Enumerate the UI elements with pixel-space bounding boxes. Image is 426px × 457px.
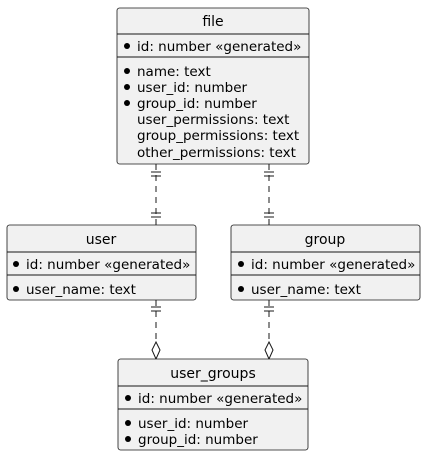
relationship-group-user-groups [264, 300, 274, 361]
key-field: id: number «generated» [137, 39, 301, 55]
entity-group: group id: number «generated» user_name: … [230, 224, 421, 301]
aggregation-diamond [151, 340, 161, 361]
relationship-file-group [264, 164, 274, 225]
relationship-user-user-groups [151, 300, 161, 361]
field: group_id: number [137, 96, 257, 112]
entity-user: user id: number «generated» user_name: t… [6, 224, 197, 301]
field: other_permissions: text [137, 145, 296, 161]
field: group_id: number [138, 432, 258, 448]
field: group_permissions: text [137, 128, 299, 144]
aggregation-diamond [264, 340, 274, 361]
relationship-file-user [151, 164, 161, 225]
field: name: text [137, 64, 211, 80]
field: user_id: number [138, 416, 248, 432]
field: user_permissions: text [137, 112, 289, 128]
key-field: id: number «generated» [138, 391, 302, 407]
entity-title: user_groups [170, 366, 256, 382]
key-field: id: number «generated» [26, 257, 190, 273]
entity-file: file id: number «generated» name: text u… [116, 7, 310, 165]
key-field: id: number «generated» [251, 257, 415, 273]
entity-title: group [305, 232, 346, 248]
field: user_id: number [137, 80, 247, 96]
entity-user-groups: user_groups id: number «generated» user_… [117, 358, 309, 451]
entity-title: user [86, 232, 117, 248]
field: user_name: text [251, 282, 361, 298]
field: user_name: text [26, 282, 136, 298]
entity-title: file [202, 14, 223, 30]
